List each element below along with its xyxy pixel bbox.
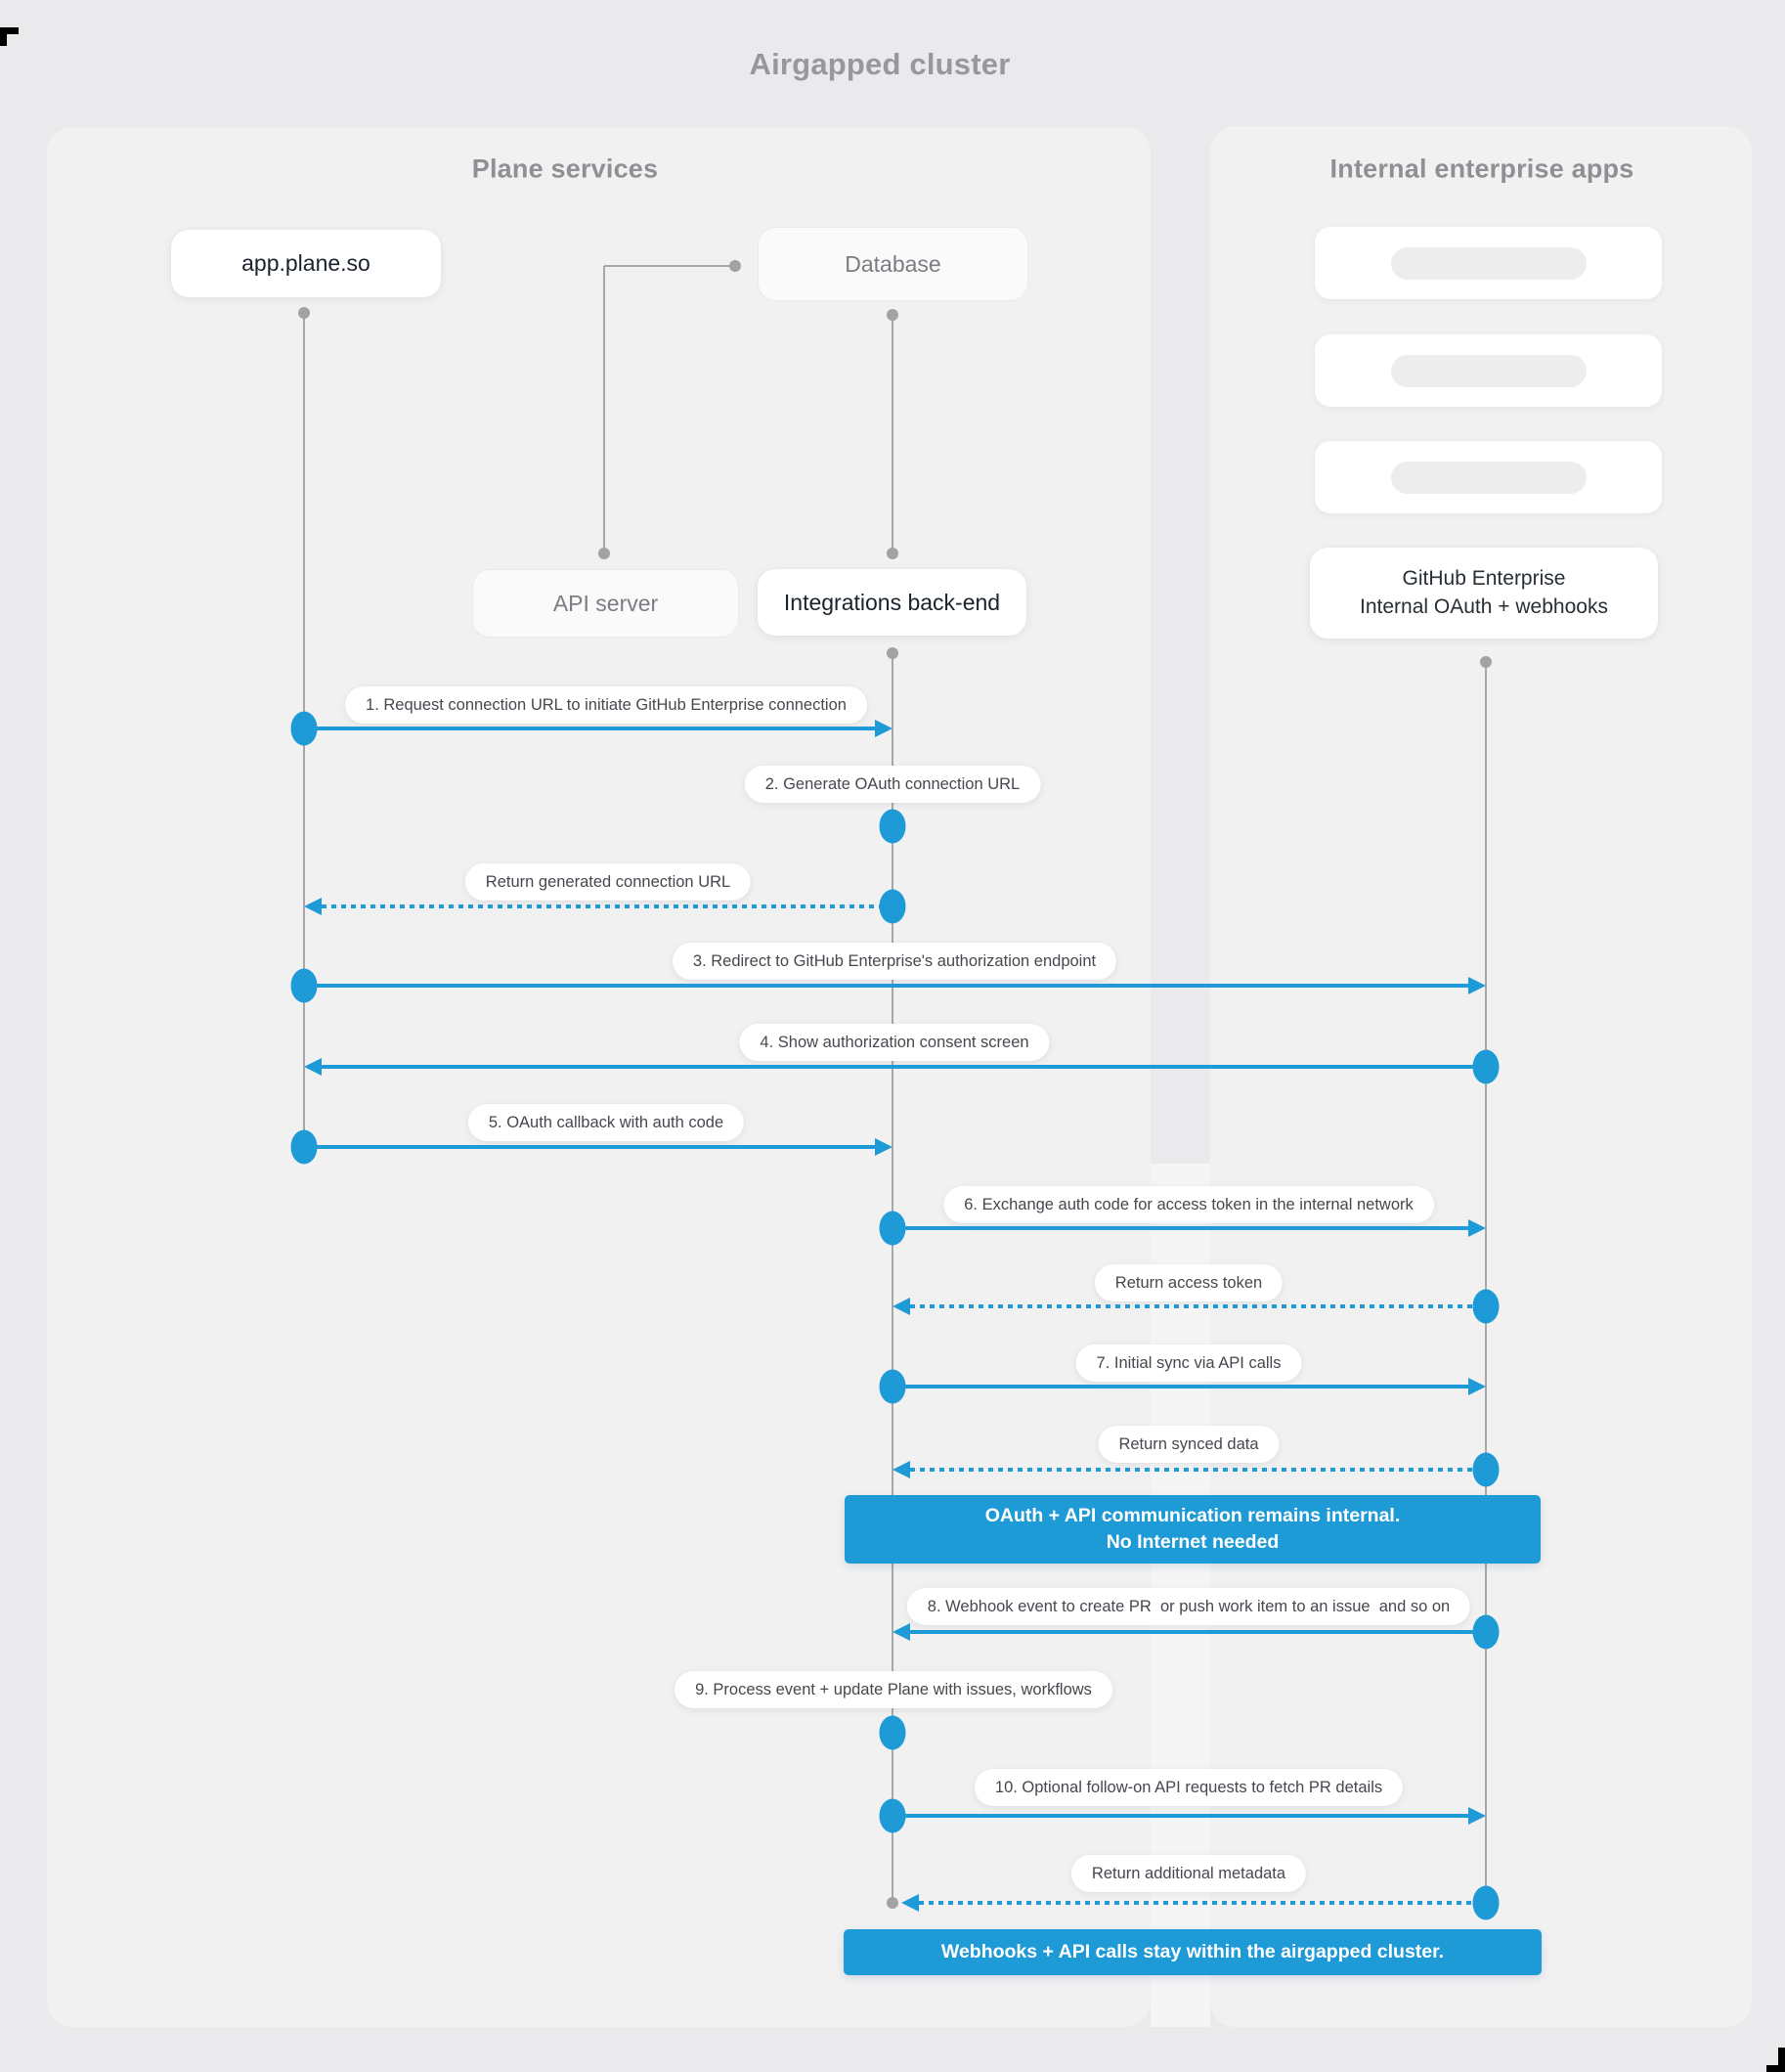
node-integrations-backend-label: Integrations back-end (783, 589, 1001, 615)
message-origin-dot (1472, 1049, 1500, 1084)
message-origin-dot (1472, 1885, 1500, 1920)
message-origin-dot (290, 968, 318, 1003)
message-label: 6. Exchange auth code for access token i… (943, 1186, 1434, 1223)
lifeline (892, 315, 893, 553)
node-github-enterprise-line1: GitHub Enterprise (1402, 566, 1566, 590)
plane-services-title: Plane services (471, 154, 659, 184)
lifeline (1485, 662, 1487, 1903)
message-origin-dot (879, 889, 906, 924)
message-label: 8. Webhook event to create PR or push wo… (906, 1588, 1471, 1625)
corner-mark (0, 27, 19, 34)
node-database-label: Database (845, 250, 941, 277)
message-origin-dot (879, 1369, 906, 1404)
node-api-server-label: API server (552, 590, 659, 616)
lifeline-dot (887, 548, 898, 559)
message-label: 5. OAuth callback with auth code (467, 1104, 745, 1141)
internal-app-placeholder (1315, 227, 1662, 299)
message-line (304, 1145, 875, 1149)
node-app-plane-so: app.plane.so (171, 230, 441, 297)
internal-apps-title: Internal enterprise apps (1329, 154, 1634, 184)
node-app-plane-so-label: app.plane.so (241, 250, 370, 276)
node-github-enterprise-line2: Internal OAuth + webhooks (1360, 595, 1608, 618)
message-line (892, 1814, 1468, 1818)
message-line (892, 1385, 1468, 1389)
message-label: 3. Redirect to GitHub Enterprise's autho… (672, 943, 1117, 980)
lifeline-dot (887, 647, 898, 659)
message-label: 1. Request connection URL to initiate Gi… (345, 686, 867, 724)
message-label: 10. Optional follow-on API requests to f… (974, 1769, 1404, 1806)
message-line (304, 984, 1468, 988)
arrowhead (1468, 1219, 1486, 1237)
message-line (919, 1901, 1486, 1905)
placeholder-pill (1390, 246, 1587, 280)
node-api-server: API server (472, 569, 739, 638)
message-origin-dot (290, 711, 318, 746)
message-origin-dot (879, 1715, 906, 1750)
lifeline-dot (729, 260, 741, 272)
corner-mark (1778, 2048, 1785, 2072)
message-line (322, 1065, 1486, 1069)
banner-line: Webhooks + API calls stay within the air… (940, 1941, 1445, 1962)
message-line (910, 1304, 1486, 1308)
lifeline-dot (1480, 656, 1492, 668)
arrowhead (875, 1138, 892, 1156)
page-title: Airgapped cluster (749, 47, 1011, 81)
corner-mark (1766, 2065, 1785, 2072)
arrowhead (875, 720, 892, 737)
message-origin-dot (879, 1211, 906, 1246)
arrowhead (1468, 1807, 1486, 1825)
message-label: Return access token (1094, 1264, 1284, 1301)
message-line (304, 727, 875, 730)
message-line (910, 1468, 1486, 1472)
message-origin-dot (290, 1129, 318, 1165)
corner-mark (0, 27, 7, 46)
message-label: Return generated connection URL (464, 863, 752, 901)
message-origin-dot (879, 809, 906, 844)
lifeline-dot (887, 1897, 898, 1909)
arrowhead (304, 1058, 322, 1076)
lifeline (603, 266, 605, 553)
arrowhead (1468, 1378, 1486, 1395)
message-label: Return synced data (1098, 1426, 1280, 1463)
internal-communication-banner: OAuth + API communication remains intern… (845, 1495, 1541, 1564)
plane-services-panel (47, 127, 1151, 2027)
message-origin-dot (1472, 1452, 1500, 1487)
arrowhead (901, 1894, 919, 1912)
message-label: 7. Initial sync via API calls (1075, 1345, 1302, 1382)
placeholder-pill (1390, 461, 1587, 494)
airgapped-cluster-banner: Webhooks + API calls stay within the air… (844, 1929, 1542, 1975)
message-line (892, 1226, 1468, 1230)
banner-line: OAuth + API communication remains intern… (984, 1505, 1401, 1526)
elbow-connector (604, 265, 735, 267)
message-origin-dot (1472, 1614, 1500, 1650)
lifeline-dot (298, 307, 310, 319)
lifeline (892, 653, 893, 1903)
banner-line: No Internet needed (1106, 1531, 1280, 1553)
arrowhead (1468, 977, 1486, 994)
message-line (322, 904, 892, 908)
internal-app-placeholder (1315, 334, 1662, 407)
arrowhead (892, 1623, 910, 1641)
lifeline-dot (887, 309, 898, 321)
message-label: 2. Generate OAuth connection URL (744, 766, 1041, 803)
message-label: Return additional metadata (1070, 1855, 1307, 1892)
arrowhead (892, 1298, 910, 1315)
placeholder-pill (1390, 354, 1587, 387)
message-origin-dot (1472, 1289, 1500, 1324)
arrowhead (304, 898, 322, 915)
node-database: Database (758, 227, 1028, 301)
message-line (910, 1630, 1486, 1634)
message-origin-dot (879, 1798, 906, 1833)
internal-app-placeholder (1315, 441, 1662, 513)
message-label: 4. Show authorization consent screen (739, 1024, 1050, 1061)
node-github-enterprise: GitHub Enterprise Internal OAuth + webho… (1310, 548, 1658, 639)
message-label: 9. Process event + update Plane with iss… (675, 1671, 1112, 1708)
lifeline-dot (598, 548, 610, 559)
node-integrations-backend: Integrations back-end (758, 569, 1026, 636)
arrowhead (892, 1461, 910, 1478)
